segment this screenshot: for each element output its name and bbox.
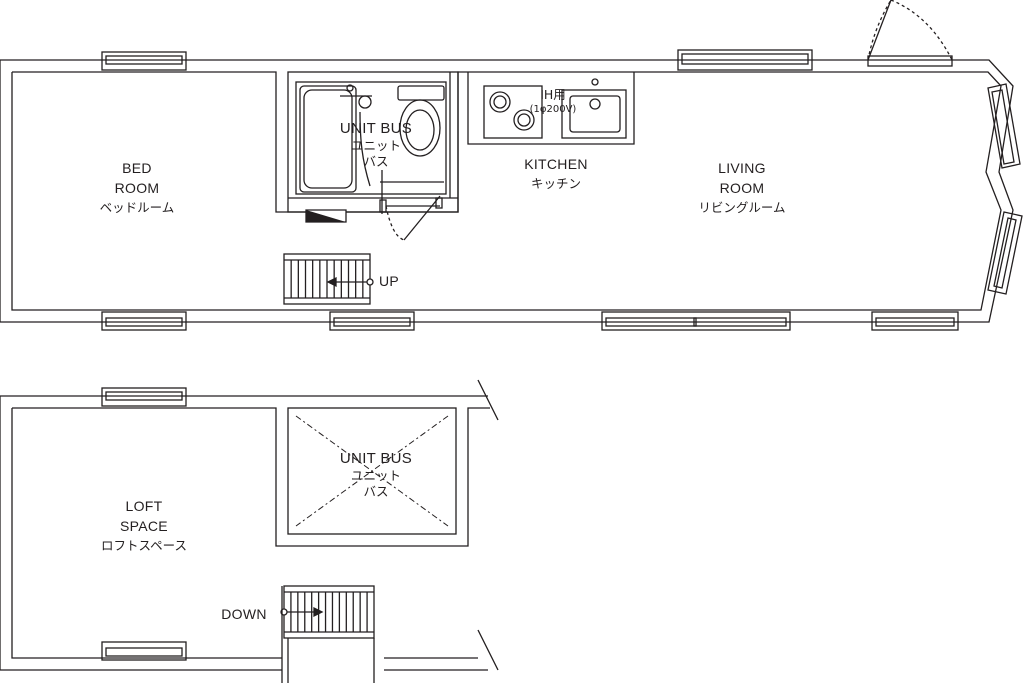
kitchen-jp: キッチン bbox=[530, 176, 581, 191]
unit-bath-fixtures bbox=[295, 81, 447, 214]
unit-bus-jp-line2: バス bbox=[363, 154, 389, 169]
bedroom-en-line2: ROOM bbox=[114, 180, 160, 196]
kitchen-counter bbox=[467, 72, 635, 145]
loft-en-line1: LOFT bbox=[125, 498, 163, 514]
unit-bus-jp-line1: ユニット bbox=[350, 138, 402, 153]
bedroom-label: BED ROOM ベッドルーム bbox=[100, 158, 175, 218]
down-stair-label: DOWN bbox=[221, 604, 267, 624]
loft-void bbox=[295, 415, 449, 527]
bathroom-door bbox=[379, 195, 443, 241]
unit-bus-label: UNIT BUS ユニット バス bbox=[340, 120, 412, 170]
loft-en-line2: SPACE bbox=[120, 518, 168, 534]
up-text: UP bbox=[378, 273, 400, 289]
cooktop-power: (1φ200V) bbox=[529, 104, 577, 115]
loft-floor-walls bbox=[0, 379, 499, 671]
loft-space-label: LOFT SPACE ロフトスペース bbox=[101, 496, 187, 556]
living-label: LIVING ROOM リビングルーム bbox=[698, 158, 785, 218]
loft-unit-bus-label: UNIT BUS ユニット バス bbox=[340, 450, 412, 500]
living-jp: リビングルーム bbox=[698, 200, 786, 215]
entrance-door bbox=[867, 0, 953, 67]
up-stair-label: UP bbox=[379, 271, 399, 291]
loft-unit-bus-jp-line2: バス bbox=[363, 484, 389, 499]
living-en-line1: LIVING bbox=[718, 160, 766, 176]
living-en-line2: ROOM bbox=[719, 180, 765, 196]
ground-windows bbox=[101, 49, 1023, 331]
loft-unit-bus-en: UNIT BUS bbox=[339, 450, 413, 467]
cooktop-label: IH用 (1φ200V) bbox=[530, 87, 577, 117]
loft-unit-bus-jp-line1: ユニット bbox=[350, 468, 402, 483]
ground-floor-walls bbox=[0, 59, 1014, 323]
loft-stair bbox=[280, 585, 375, 683]
kitchen-label: KITCHEN キッチン bbox=[524, 154, 588, 194]
unit-bus-en: UNIT BUS bbox=[339, 120, 413, 137]
bedroom-en-line1: BED bbox=[122, 160, 152, 176]
cooktop-ih: IH用 bbox=[540, 87, 566, 102]
kitchen-en: KITCHEN bbox=[524, 156, 588, 172]
bedroom-jp: ベッドルーム bbox=[99, 200, 175, 215]
down-text: DOWN bbox=[221, 606, 267, 622]
loft-jp: ロフトスペース bbox=[100, 538, 188, 553]
loft-windows bbox=[101, 387, 187, 661]
ground-stair bbox=[283, 253, 374, 305]
